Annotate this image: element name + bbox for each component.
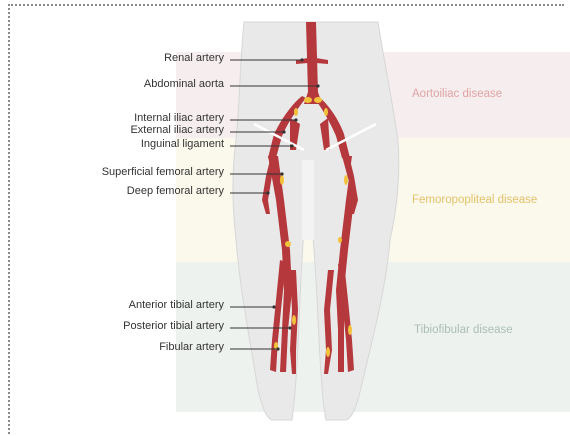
label-deep-femoral-artery: Deep femoral artery	[127, 185, 224, 197]
label-inguinal-ligament: Inguinal ligament	[141, 138, 224, 150]
crotch-gap	[302, 160, 314, 240]
label-superficial-femoral-artery: Superficial femoral artery	[102, 166, 224, 178]
label-internal-iliac-artery: Internal iliac artery	[134, 112, 224, 124]
zone-tibiofibular-title: Tibiofibular disease	[414, 324, 513, 336]
zone-femoropopliteal-title: Femoropopliteal disease	[412, 194, 537, 206]
label-renal-artery: Renal artery	[164, 52, 224, 64]
zone-aortoiliac-title: Aortoiliac disease	[412, 88, 502, 100]
label-abdominal-aorta: Abdominal aorta	[144, 78, 224, 90]
label-external-iliac-artery: External iliac artery	[130, 124, 224, 136]
label-anterior-tibial-artery: Anterior tibial artery	[129, 299, 224, 311]
label-posterior-tibial-artery: Posterior tibial artery	[123, 320, 224, 332]
label-fibular-artery: Fibular artery	[159, 341, 224, 353]
